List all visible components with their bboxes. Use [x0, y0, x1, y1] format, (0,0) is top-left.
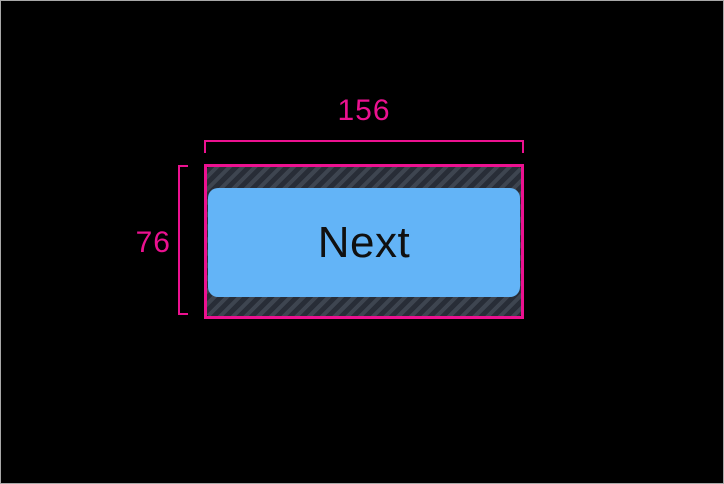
width-dimension-bracket — [204, 140, 524, 153]
height-dimension-bracket — [178, 165, 188, 315]
width-dimension-label: 156 — [337, 94, 391, 127]
next-button[interactable]: Next — [208, 188, 520, 297]
selected-widget-bounds: Next — [204, 164, 524, 319]
height-dimension-label: 76 — [135, 226, 171, 259]
